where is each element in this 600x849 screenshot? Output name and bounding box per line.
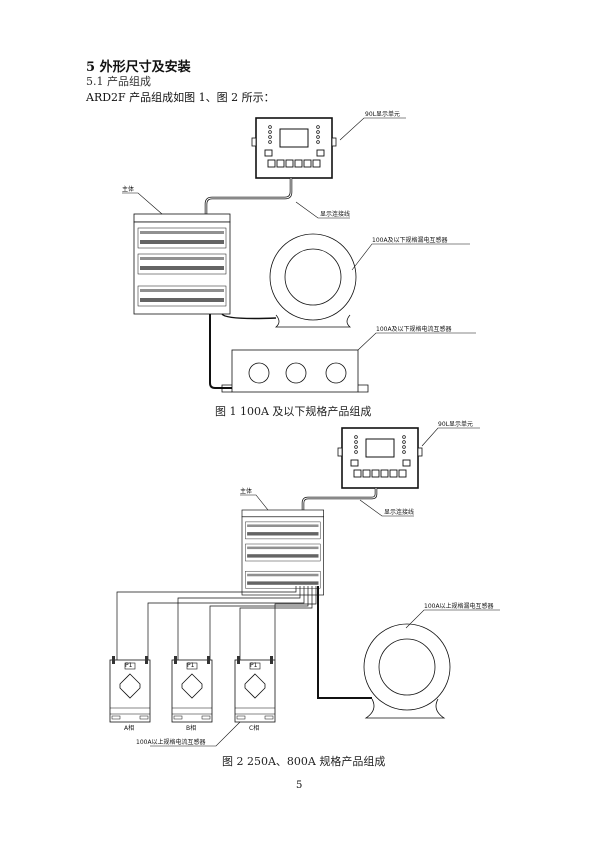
fig2-display-unit-label: 90L显示单元 bbox=[438, 420, 473, 428]
fig1-display-unit bbox=[251, 117, 337, 179]
fig2-ct-label: 100A以上规格电流互感器 bbox=[136, 738, 206, 746]
fig1-ct-wire bbox=[209, 314, 232, 389]
fig2-leakage-wire bbox=[317, 586, 372, 699]
section-heading: 5 外形尺寸及安装 bbox=[86, 60, 191, 75]
fig1-main-body bbox=[133, 213, 231, 315]
fig2-leakage-transformer bbox=[363, 623, 451, 719]
fig1-display-unit-label: 90L显示单元 bbox=[365, 110, 400, 118]
fig1-current-transformer bbox=[221, 349, 369, 393]
fig2-ct-a-mark: P1 bbox=[125, 662, 133, 669]
fig1-display-cable bbox=[204, 178, 293, 214]
fig1-main-body-label: 主体 bbox=[122, 185, 134, 193]
fig2-display-cable bbox=[301, 488, 378, 510]
fig2-phase-a-label: A相 bbox=[124, 724, 134, 732]
figure2-caption: 图 2 250A、800A 规格产品组成 bbox=[222, 755, 386, 768]
page-number: 5 bbox=[296, 780, 303, 791]
fig1-display-cable-label: 显示连接线 bbox=[320, 210, 350, 218]
fig2-phase-c-label: C相 bbox=[249, 724, 259, 732]
fig2-phase-b-label: B相 bbox=[186, 724, 196, 732]
fig2-ct-wires bbox=[116, 586, 317, 660]
fig2-ct-c-mark: P1 bbox=[250, 662, 258, 669]
fig1-ct-label: 100A及以下规格电流互感器 bbox=[376, 325, 452, 333]
fig2-main-body bbox=[241, 509, 325, 596]
intro-paragraph: ARD2F 产品组成如图 1、图 2 所示： bbox=[86, 91, 275, 104]
fig2-main-body-label: 主体 bbox=[240, 487, 252, 495]
fig2-ct-b-mark: P1 bbox=[187, 662, 195, 669]
figure1-caption: 图 1 100A 及以下规格产品组成 bbox=[215, 405, 372, 418]
fig2-display-cable-label: 显示连接线 bbox=[384, 508, 414, 516]
fig2-leakage-label: 100A以上规格漏电互感器 bbox=[424, 602, 494, 610]
subsection-heading: 5.1 产品组成 bbox=[86, 75, 151, 88]
fig2-display-unit bbox=[337, 427, 423, 489]
fig1-leakage-label: 100A及以下规格漏电互感器 bbox=[372, 236, 448, 244]
fig1-leakage-transformer bbox=[269, 233, 357, 328]
